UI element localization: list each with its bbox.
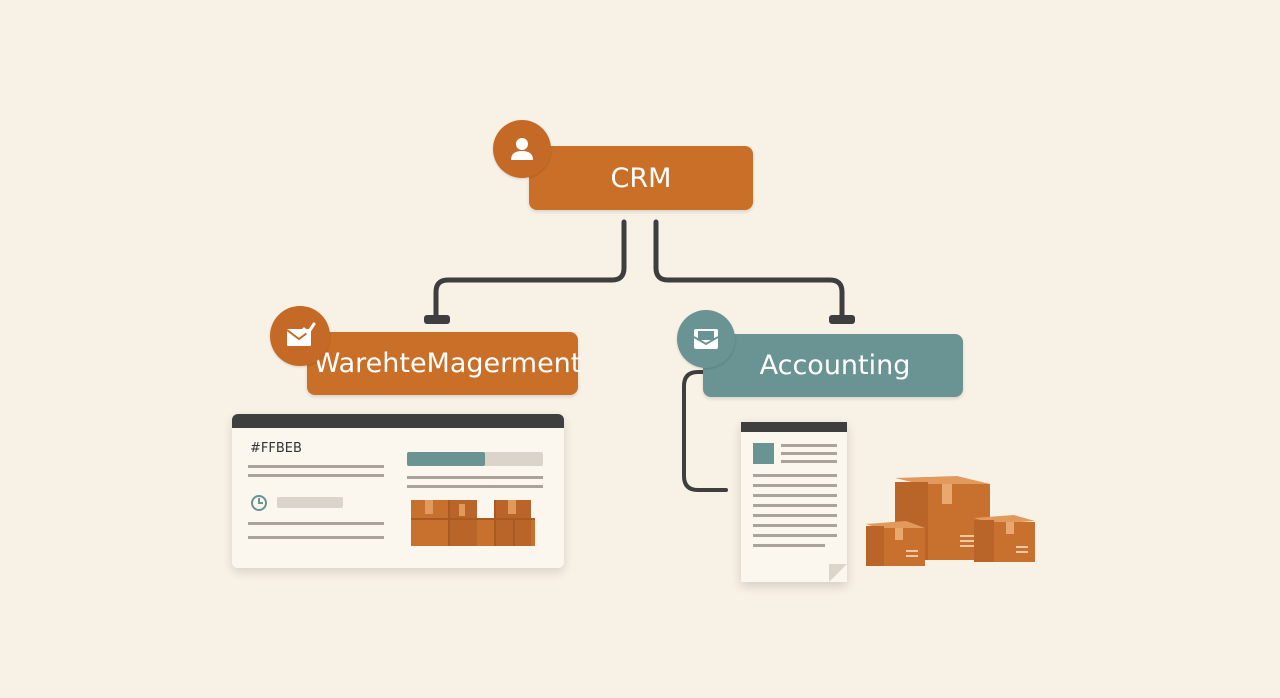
connector-crm-to-accounting bbox=[653, 219, 845, 321]
connector-cap-accounting bbox=[829, 315, 855, 324]
connector-crm-to-warehouse bbox=[433, 219, 627, 321]
connector-accounting-to-doc bbox=[682, 370, 728, 492]
warehouse-node[interactable]: WarehteMagerment bbox=[307, 332, 581, 395]
hex-label: #FFBEB bbox=[250, 441, 302, 456]
connector-cap-warehouse bbox=[424, 315, 450, 324]
mail-tray-icon bbox=[677, 310, 735, 368]
boxes-icon bbox=[411, 500, 535, 546]
accounting-label: Accounting bbox=[759, 350, 911, 381]
shipping-boxes-icon bbox=[866, 476, 1035, 566]
warehouse-dashboard-card: #FFBEB bbox=[232, 414, 564, 568]
crm-label: CRM bbox=[610, 162, 672, 194]
card-content bbox=[248, 452, 543, 546]
user-icon bbox=[493, 120, 551, 178]
warehouse-label: WarehteMagerment bbox=[313, 348, 582, 379]
accounting-node[interactable]: Accounting bbox=[703, 334, 963, 397]
crm-node[interactable]: CRM bbox=[529, 146, 753, 210]
document-icon bbox=[741, 422, 847, 582]
window-bar-icon bbox=[232, 414, 564, 428]
envelope-check-icon bbox=[270, 306, 330, 366]
